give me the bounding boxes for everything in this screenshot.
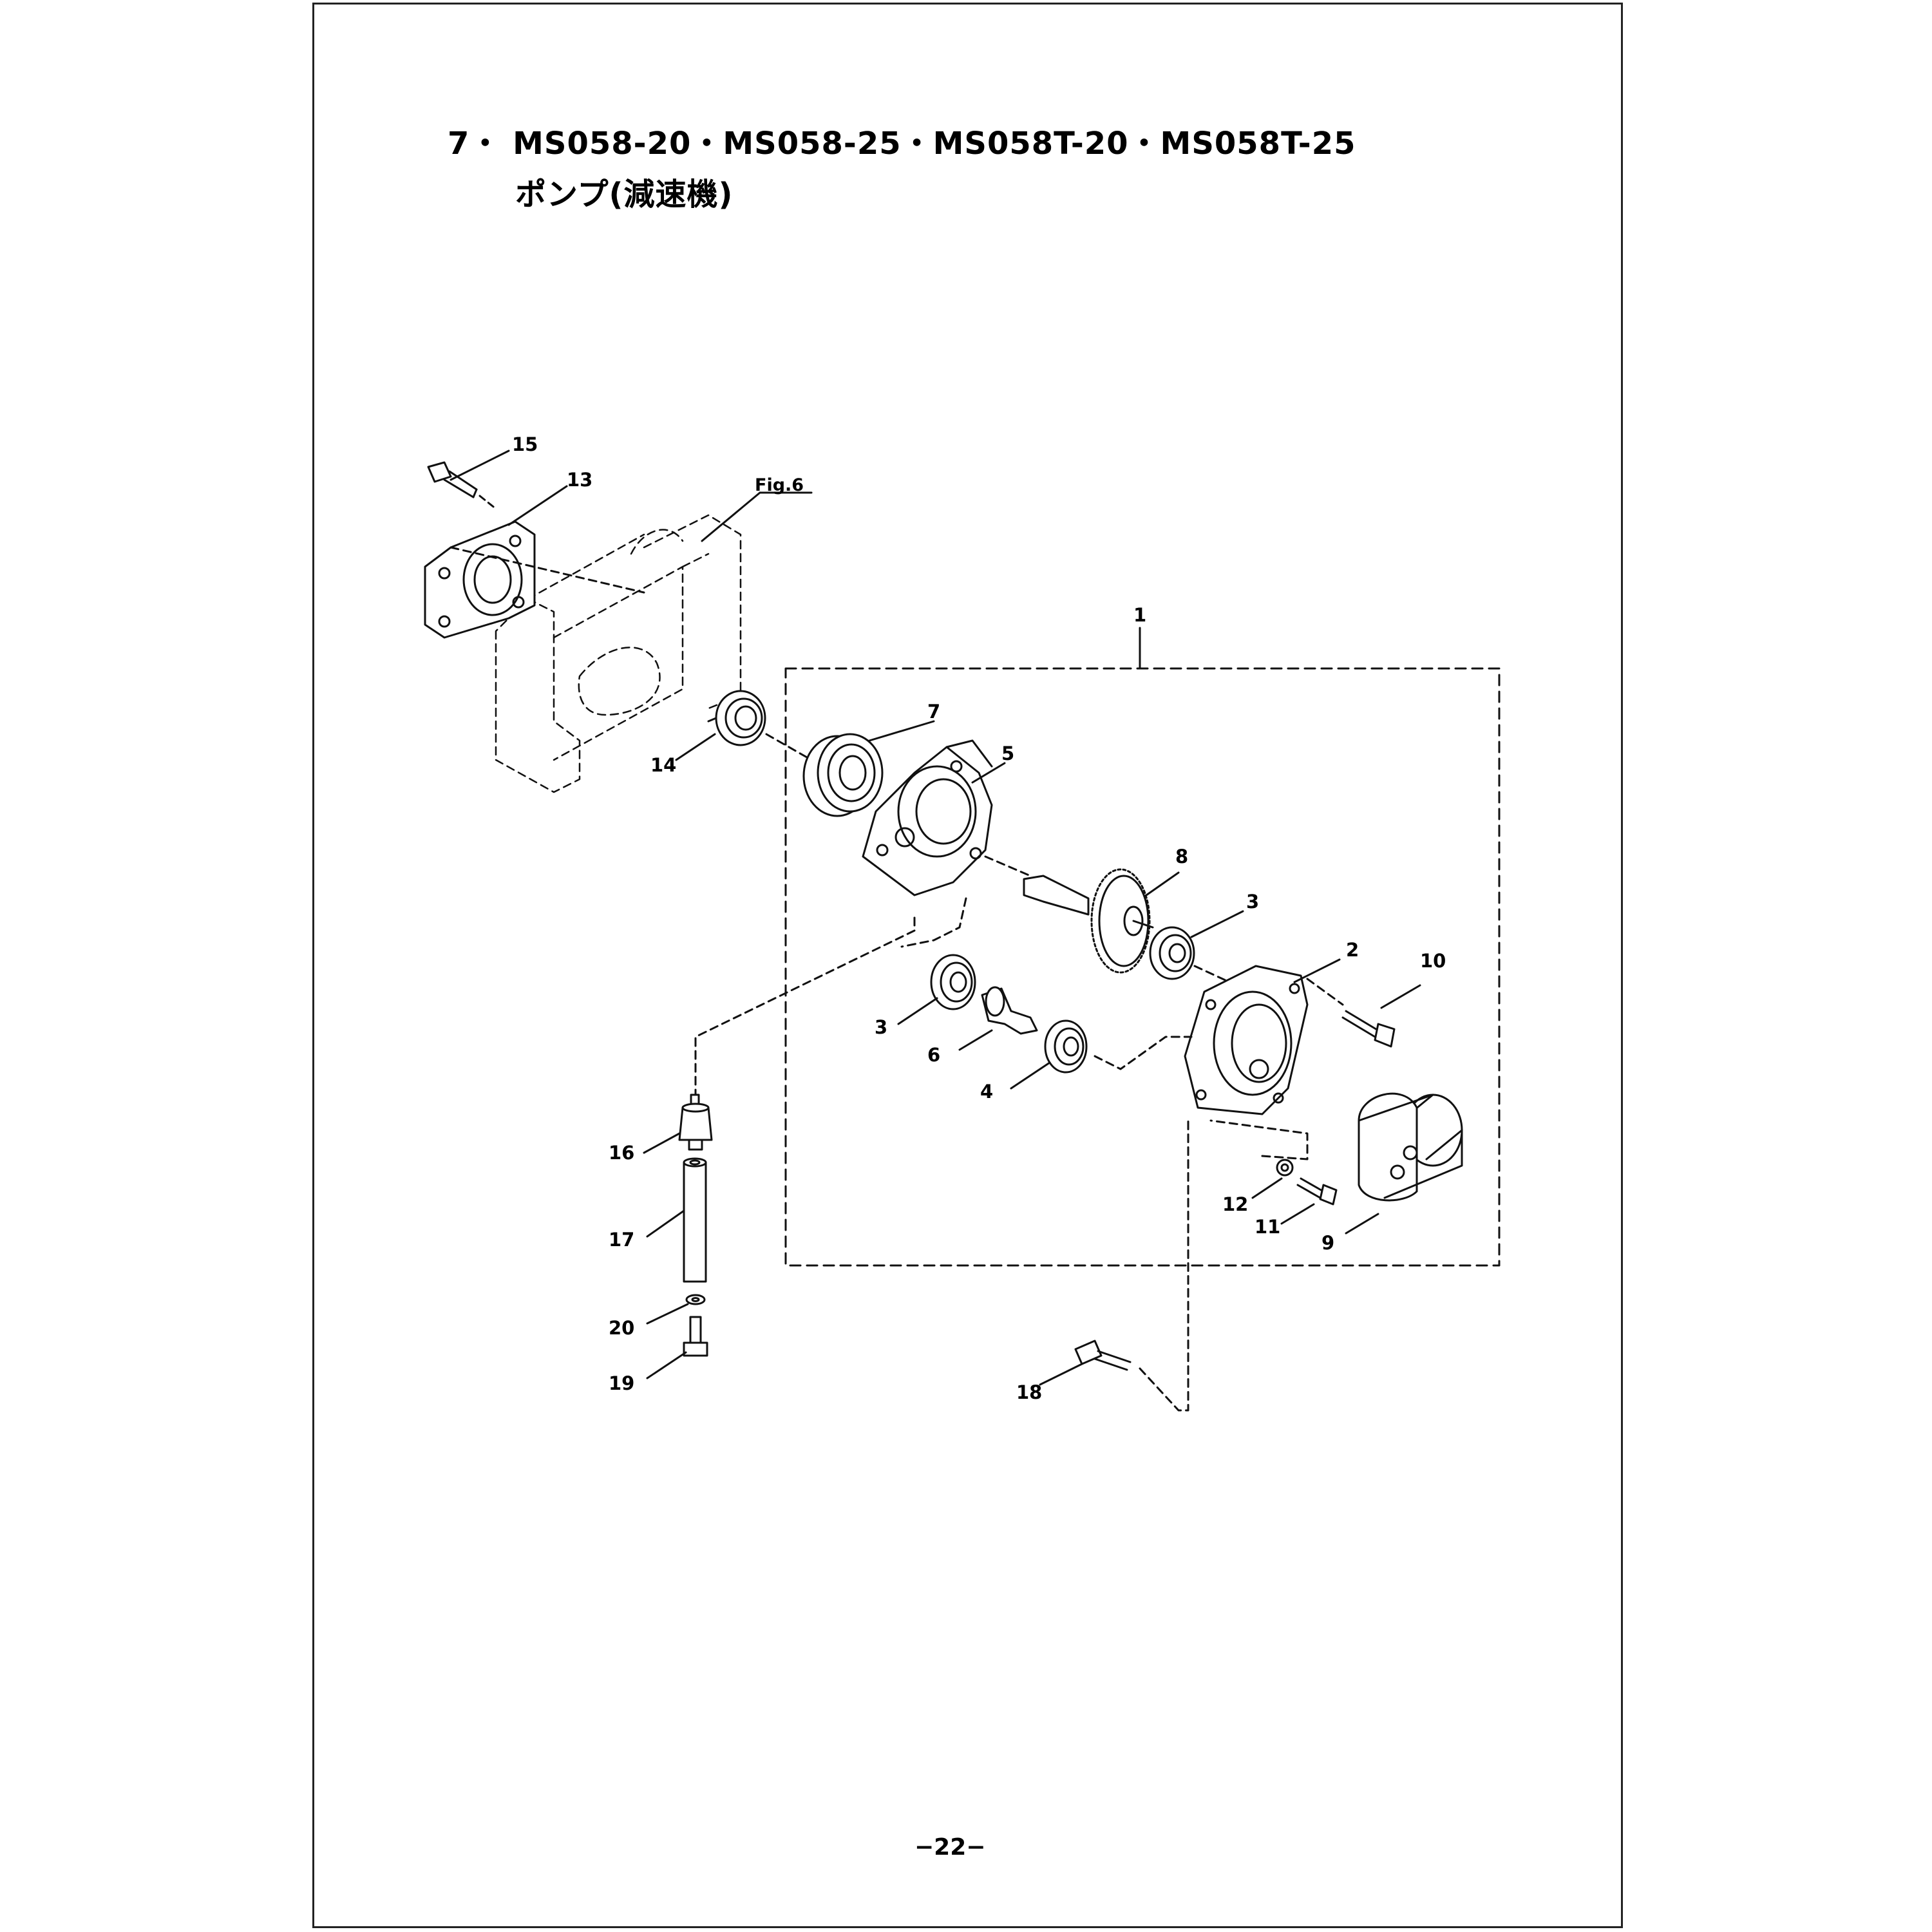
- leader-11: [1280, 1203, 1315, 1225]
- dash-13: [450, 546, 645, 594]
- part-17-collar: [683, 1157, 707, 1283]
- label-part-20: 20: [609, 1317, 634, 1339]
- part-14-bearing: [707, 690, 766, 746]
- part-4-bearing: [1044, 1019, 1088, 1074]
- leader-2: [1293, 958, 1341, 983]
- leader-15: [450, 450, 510, 481]
- part-12-washer: [1276, 1159, 1294, 1177]
- label-part-16: 16: [609, 1142, 634, 1164]
- leader-16: [643, 1132, 681, 1154]
- label-part-12: 12: [1222, 1193, 1248, 1215]
- leader-8: [1145, 871, 1180, 896]
- part-10-bolt: [1341, 1010, 1396, 1048]
- label-part-7: 7: [927, 701, 940, 723]
- dash-mount: [694, 916, 916, 1096]
- part-8-gear-shaft: [1023, 868, 1154, 974]
- page-number: −22−: [914, 1834, 986, 1861]
- dash-15: [478, 495, 497, 510]
- label-part-14: 14: [650, 754, 676, 776]
- label-part-19: 19: [609, 1372, 634, 1394]
- dash-11: [1209, 1119, 1309, 1160]
- part-18-bolt: [1074, 1340, 1132, 1371]
- dash-18: [1139, 1119, 1189, 1412]
- leader-14: [675, 733, 716, 761]
- part-13-bearing-flange: [424, 520, 536, 639]
- label-part-3-right: 3: [1246, 891, 1259, 913]
- part-9-sleeve: [1358, 1092, 1463, 1202]
- leader-7: [868, 720, 935, 742]
- label-part-11: 11: [1255, 1216, 1280, 1238]
- part-11-bolt: [1296, 1177, 1338, 1206]
- leader-10: [1380, 984, 1421, 1009]
- label-part-6: 6: [927, 1044, 940, 1066]
- part-3-bearing-right: [1149, 926, 1195, 980]
- dash-3-left: [900, 897, 967, 948]
- page-title: 7・ MS058-20・MS058-25・MS058T-20・MS058T-25: [448, 126, 1356, 162]
- leader-9: [1345, 1213, 1379, 1235]
- page-subtitle: ポンプ(減速機): [515, 176, 734, 213]
- leader-13: [507, 485, 568, 526]
- part-19-bolt: [683, 1316, 708, 1357]
- part-3-bearing-left: [930, 954, 976, 1010]
- label-part-13: 13: [567, 469, 592, 491]
- label-part-1: 1: [1133, 604, 1146, 626]
- leader-19: [646, 1351, 687, 1379]
- leader-6: [958, 1029, 993, 1051]
- fig6-reference: Fig.6: [755, 475, 804, 495]
- part-15-bolt: [427, 461, 478, 498]
- label-part-18: 18: [1016, 1381, 1042, 1403]
- label-part-3-left: 3: [875, 1016, 887, 1038]
- assembly-boundary: [784, 667, 1501, 1267]
- dash-10: [1306, 978, 1344, 1006]
- label-part-8: 8: [1175, 846, 1188, 867]
- label-part-2: 2: [1346, 939, 1359, 961]
- label-part-4: 4: [980, 1081, 993, 1103]
- leader-4: [1010, 1061, 1051, 1090]
- label-part-9: 9: [1321, 1232, 1334, 1254]
- part-5-gear-case: [862, 739, 993, 896]
- part-16-rubber-mount: [678, 1094, 713, 1151]
- leader-3-right: [1190, 910, 1244, 938]
- part-6-pinion: [981, 986, 1038, 1035]
- part-20-washer: [685, 1294, 706, 1305]
- dash-5: [984, 855, 1032, 877]
- leader-fig6: [701, 491, 761, 542]
- leader-20: [646, 1303, 689, 1325]
- leader-17: [646, 1209, 685, 1238]
- label-part-10: 10: [1420, 950, 1446, 972]
- label-part-5: 5: [1001, 743, 1014, 764]
- label-part-15: 15: [512, 433, 538, 455]
- part-7-bearing: [802, 733, 884, 817]
- leader-3-left: [897, 997, 938, 1025]
- leader-5: [971, 762, 1006, 784]
- part-2-flange: [1184, 965, 1309, 1115]
- leader-12: [1251, 1177, 1283, 1199]
- dash-14: [765, 733, 813, 761]
- leader-18: [1039, 1363, 1083, 1386]
- label-part-17: 17: [609, 1229, 634, 1251]
- dash-4: [1094, 1036, 1193, 1070]
